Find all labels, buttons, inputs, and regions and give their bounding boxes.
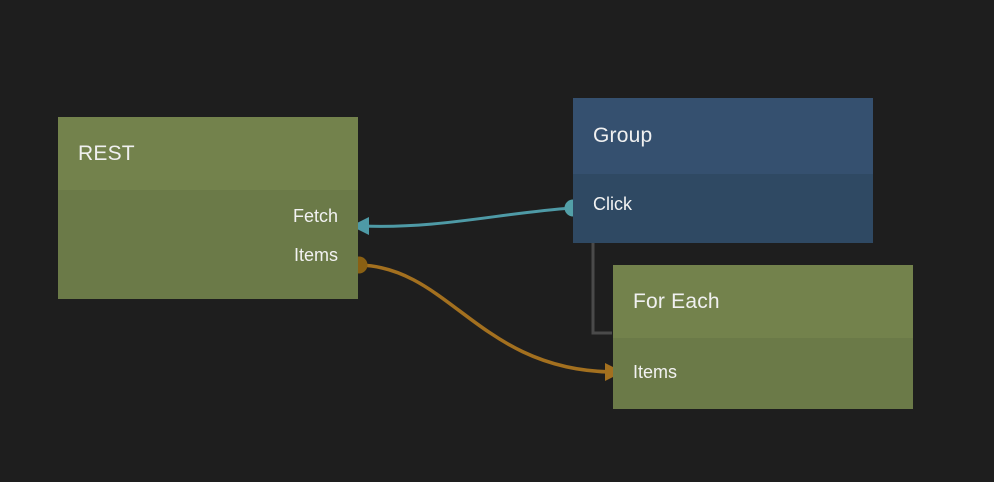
node-for-each[interactable]: For Each Items xyxy=(613,265,913,409)
node-group-body: Click xyxy=(573,174,873,243)
node-for-each-body: Items xyxy=(613,338,913,409)
port-rest-items[interactable]: Items xyxy=(294,245,338,266)
port-rest-items-label: Items xyxy=(293,245,338,265)
node-rest[interactable]: REST Fetch Items xyxy=(58,117,358,299)
node-group-title: Group xyxy=(593,124,653,147)
port-rest-fetch-label: Fetch xyxy=(292,206,338,226)
connection-items-to-items[interactable] xyxy=(358,263,614,374)
port-for-each-items[interactable]: Items xyxy=(633,362,677,383)
node-group[interactable]: Group Click xyxy=(573,98,873,243)
port-for-each-items-label: Items xyxy=(633,362,678,382)
port-group-click[interactable]: Click xyxy=(593,194,632,215)
node-rest-title: REST xyxy=(78,141,135,165)
port-group-click-label: Click xyxy=(593,194,632,214)
node-group-header[interactable]: Group xyxy=(573,98,873,174)
node-rest-body: Fetch Items xyxy=(58,190,358,299)
node-for-each-title: For Each xyxy=(633,289,720,313)
port-rest-fetch[interactable]: Fetch xyxy=(293,206,338,227)
connection-click-to-fetch[interactable] xyxy=(360,206,574,228)
connection-group-scope-bracket xyxy=(591,243,612,335)
node-rest-header[interactable]: REST xyxy=(58,117,358,190)
node-for-each-header[interactable]: For Each xyxy=(613,265,913,338)
